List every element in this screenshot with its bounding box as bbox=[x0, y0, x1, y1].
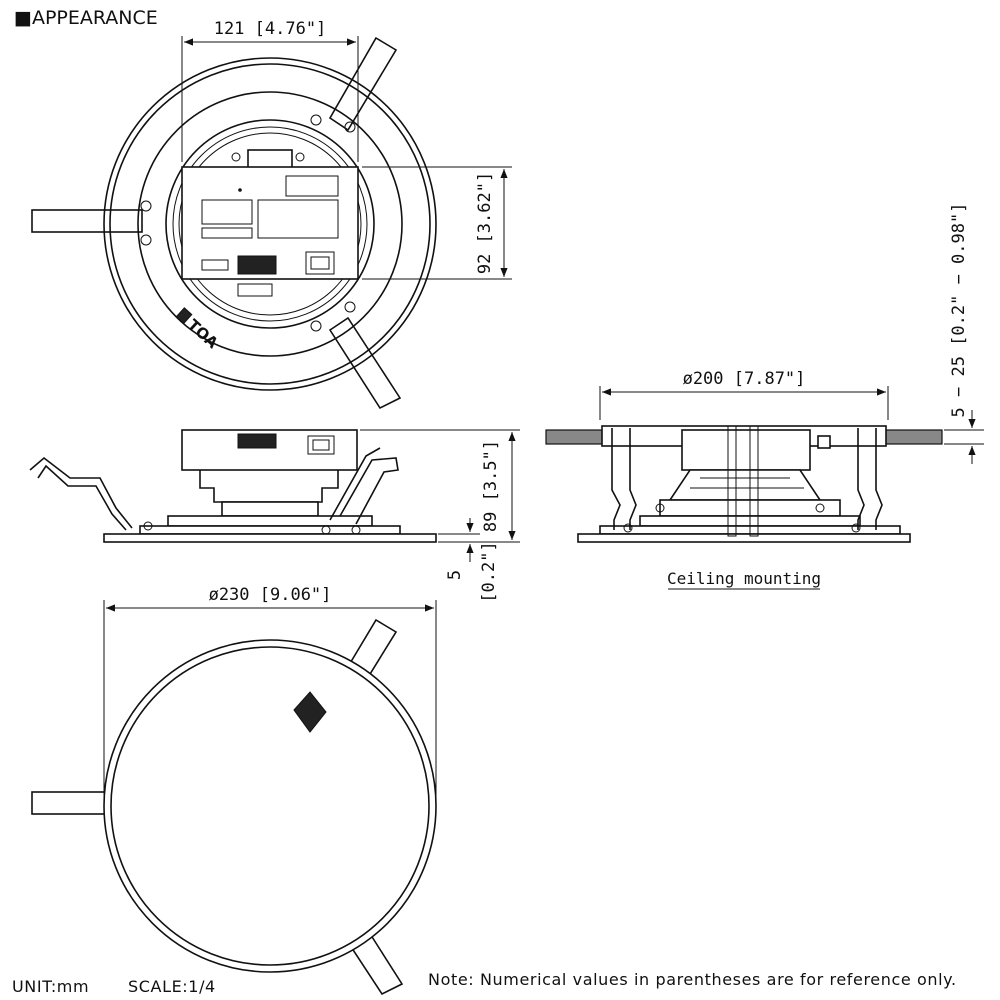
front-grille-inner bbox=[110, 646, 430, 966]
svg-text:ø200 [7.87"]: ø200 [7.87"] bbox=[683, 369, 806, 389]
side-terminal-block-icon bbox=[237, 433, 277, 449]
ceiling-flange bbox=[577, 533, 911, 543]
dimension-side-height: 89 [3.5"] bbox=[360, 429, 520, 543]
svg-text:[0.2"]: [0.2"] bbox=[479, 541, 499, 602]
svg-text:92 [3.62"]: 92 [3.62"] bbox=[475, 172, 495, 274]
svg-text:5: 5 bbox=[445, 570, 465, 580]
rj45-port-icon bbox=[305, 251, 335, 275]
unit-label: UNIT:mm bbox=[12, 977, 89, 996]
dimension-ceiling-diameter: ø200 [7.87"] bbox=[599, 369, 889, 420]
ceiling-terminal-box bbox=[681, 429, 811, 471]
brand-logo: TOA bbox=[175, 307, 222, 353]
svg-text:89 [3.5"]: 89 [3.5"] bbox=[481, 440, 501, 532]
dimension-ceiling-thickness: 5 − 25 [0.2" − 0.98"] bbox=[944, 203, 984, 464]
svg-text:121 [4.76"]: 121 [4.76"] bbox=[214, 19, 327, 39]
terminal-board bbox=[181, 149, 359, 297]
reference-note: Note: Numerical values in parentheses ar… bbox=[428, 970, 957, 989]
outer-ring bbox=[103, 57, 437, 391]
top-view-arm-left bbox=[31, 209, 143, 233]
dimension-top-width: 121 [4.76"] bbox=[181, 19, 359, 162]
dimension-top-height: 92 [3.62"] bbox=[362, 166, 512, 280]
speaker-edge bbox=[165, 119, 375, 329]
side-rj45-icon bbox=[307, 435, 335, 455]
side-view: 89 [3.5"] 5 [0.2"] bbox=[29, 429, 520, 603]
svg-text:TOA: TOA bbox=[184, 316, 222, 353]
top-view-arm-top-right bbox=[328, 36, 398, 132]
speaker-cone bbox=[668, 469, 822, 501]
top-view: TOA 121 [4.76"] 92 [3.62"] bbox=[31, 19, 512, 410]
terminal-block-icon bbox=[237, 255, 277, 275]
front-grille-outer bbox=[103, 639, 437, 973]
front-view: ø230 [9.06"] bbox=[31, 585, 437, 996]
scale-label: SCALE:1/4 bbox=[128, 977, 216, 996]
front-arm-left bbox=[31, 791, 115, 815]
dimension-flange: 5 [0.2"] bbox=[438, 518, 499, 603]
ceiling-mounting-view: ø200 [7.87"] 5 − 25 [0.2" − 0.98"] Ceili… bbox=[545, 203, 984, 590]
mounting-ring bbox=[137, 91, 403, 357]
outer-ring-inner-edge bbox=[109, 63, 431, 385]
svg-text:ø230 [9.06"]: ø230 [9.06"] bbox=[209, 585, 332, 605]
top-view-arm-bottom-right bbox=[328, 316, 402, 410]
svg-text:5 − 25 [0.2" − 0.98"]: 5 − 25 [0.2" − 0.98"] bbox=[949, 203, 969, 418]
section-title: ■APPEARANCE bbox=[14, 7, 158, 29]
front-logo-badge bbox=[293, 691, 327, 733]
side-flange bbox=[103, 533, 437, 543]
dimension-front-diameter: ø230 [9.06"] bbox=[103, 585, 437, 800]
ceiling-mounting-caption: Ceiling mounting bbox=[667, 569, 821, 588]
